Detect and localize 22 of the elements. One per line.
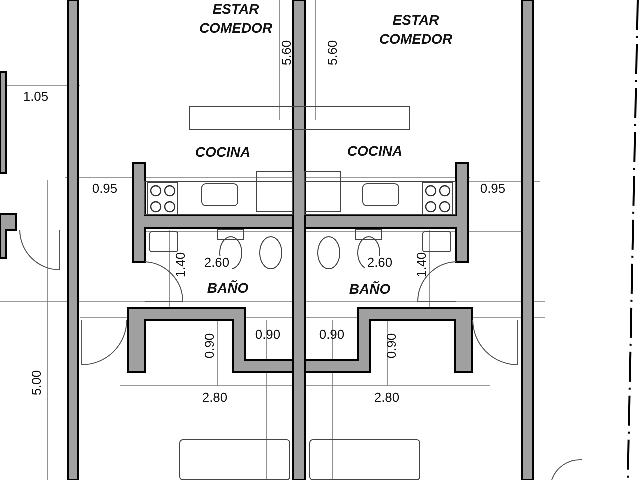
dimension-label: 0.90 (254, 328, 282, 342)
dimension-label: 2.80 (373, 391, 401, 405)
dimension-label: 0.95 (91, 182, 119, 196)
dimension-label: 1.40 (415, 251, 429, 280)
room-label: BAÑO (206, 279, 250, 298)
dimension-label: 5.00 (30, 369, 44, 398)
dimension-label: 2.60 (202, 256, 232, 270)
dimension-label: 0.90 (318, 328, 346, 342)
room-label: BAÑO (348, 280, 392, 299)
room-label: ESTAR COMEDOR (378, 11, 454, 49)
dimension-label: 0.95 (479, 182, 507, 196)
dimension-label: 5.60 (326, 39, 340, 68)
room-label: COCINA (194, 143, 252, 162)
dimension-label: 0.90 (385, 332, 399, 361)
dimension-label: 1.40 (174, 251, 188, 280)
room-label: ESTAR COMEDOR (198, 0, 274, 38)
dimension-label: 1.05 (22, 90, 50, 104)
dimension-label: 5.60 (280, 39, 294, 68)
dimension-label: 0.90 (203, 332, 217, 361)
dimension-label: 2.80 (201, 391, 229, 405)
room-label: COCINA (346, 142, 404, 161)
dimension-label: 2.60 (365, 256, 395, 270)
